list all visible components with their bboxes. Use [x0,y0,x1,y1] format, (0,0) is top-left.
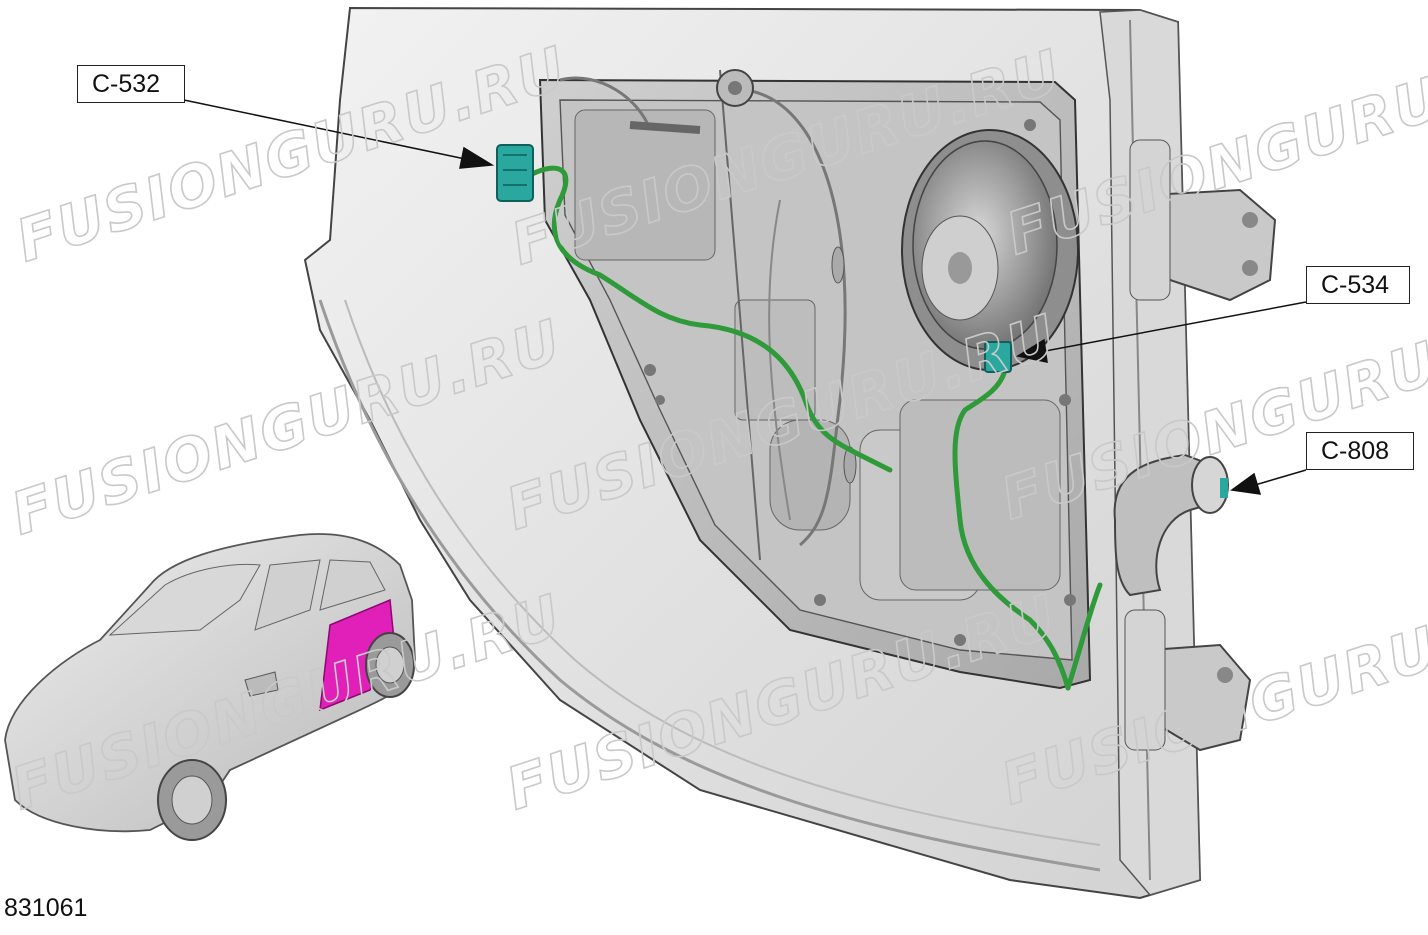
callout-c532: C-532 [77,65,185,103]
watermark: FUSIONGURU.RU FUSIONGURU.RU FUSIONGURU.R… [3,25,1428,824]
connector-c532 [496,144,534,202]
callout-c808: C-808 [1306,432,1414,470]
leader-arrows [183,99,1307,495]
hinges [1113,139,1277,752]
figure-number: 831061 [4,894,88,922]
wiring-harness [527,165,1103,691]
speaker [901,129,1079,371]
window-regulator [559,69,857,561]
callout-c534: C-534 [1306,266,1410,304]
connector-c534 [984,341,1012,373]
vehicle-locator [4,533,416,841]
